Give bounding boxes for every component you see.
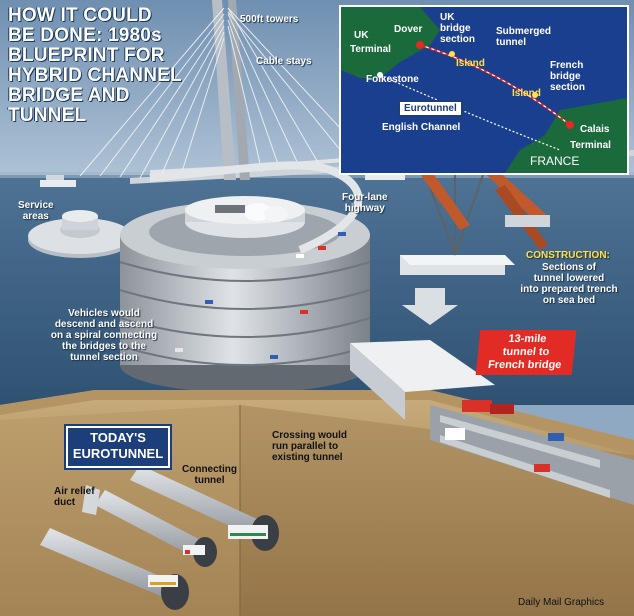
todays-eurotunnel-badge: TODAY'S EUROTUNNEL xyxy=(66,426,170,468)
connecting-tunnel-label: Connecting tunnel xyxy=(182,464,237,486)
down-arrow xyxy=(402,288,458,325)
eurotunnel-tubes xyxy=(40,465,279,610)
air-relief-duct-label: Air relief duct xyxy=(54,486,95,508)
map-france-label: FRANCE xyxy=(530,154,580,168)
map-island-2-label: Island xyxy=(512,88,541,99)
service-areas-label: Service areas xyxy=(18,200,54,222)
tunnel-length-badge: 13-mile tunnel to French bridge xyxy=(475,330,577,375)
map-folkestone-label: Folkestone xyxy=(366,74,419,85)
map-english-channel-label: English Channel xyxy=(382,122,461,133)
towers-label: 500ft towers xyxy=(240,14,299,25)
cable-stays-label: Cable stays xyxy=(256,56,312,67)
route-map xyxy=(339,5,629,175)
todays-eurotunnel-text: TODAY'S EUROTUNNEL xyxy=(72,430,164,461)
map-calais-label: Calais xyxy=(580,124,610,135)
map-uk-label: UK xyxy=(354,30,369,41)
four-lane-highway-label: Four-lane highway xyxy=(342,192,388,214)
spiral-description: Vehicles would descend and ascend on a s… xyxy=(50,308,158,363)
map-eurotunnel-label: Eurotunnel xyxy=(398,100,463,117)
service-area xyxy=(28,210,132,258)
map-fr-terminal-label: Terminal xyxy=(570,140,611,151)
tunnel-length-text: 13-mile tunnel to French bridge xyxy=(487,333,562,371)
ship xyxy=(40,175,76,187)
construction-description: Sections of tunnel lowered into prepared… xyxy=(520,262,618,306)
map-uk-bridge-label: UK bridge section xyxy=(440,12,476,45)
tunnel-section xyxy=(350,340,634,505)
map-dover-label: Dover xyxy=(394,24,423,35)
crossing-label: Crossing would run parallel to existing … xyxy=(272,430,347,463)
map-submerged-tunnel-label: Submerged tunnel xyxy=(496,26,552,48)
bridge-tower xyxy=(79,0,371,180)
map-island-1-label: Island xyxy=(456,58,485,69)
graphics-credit: Daily Mail Graphics xyxy=(518,597,605,608)
construction-title: CONSTRUCTION: xyxy=(526,250,610,261)
map-uk-terminal-label: Terminal xyxy=(350,44,391,55)
map-french-bridge-label: French bridge section xyxy=(550,60,586,93)
spiral-ramp xyxy=(119,161,371,393)
headline: HOW IT COULD BE DONE: 1980s BLUEPRINT FO… xyxy=(8,5,182,126)
